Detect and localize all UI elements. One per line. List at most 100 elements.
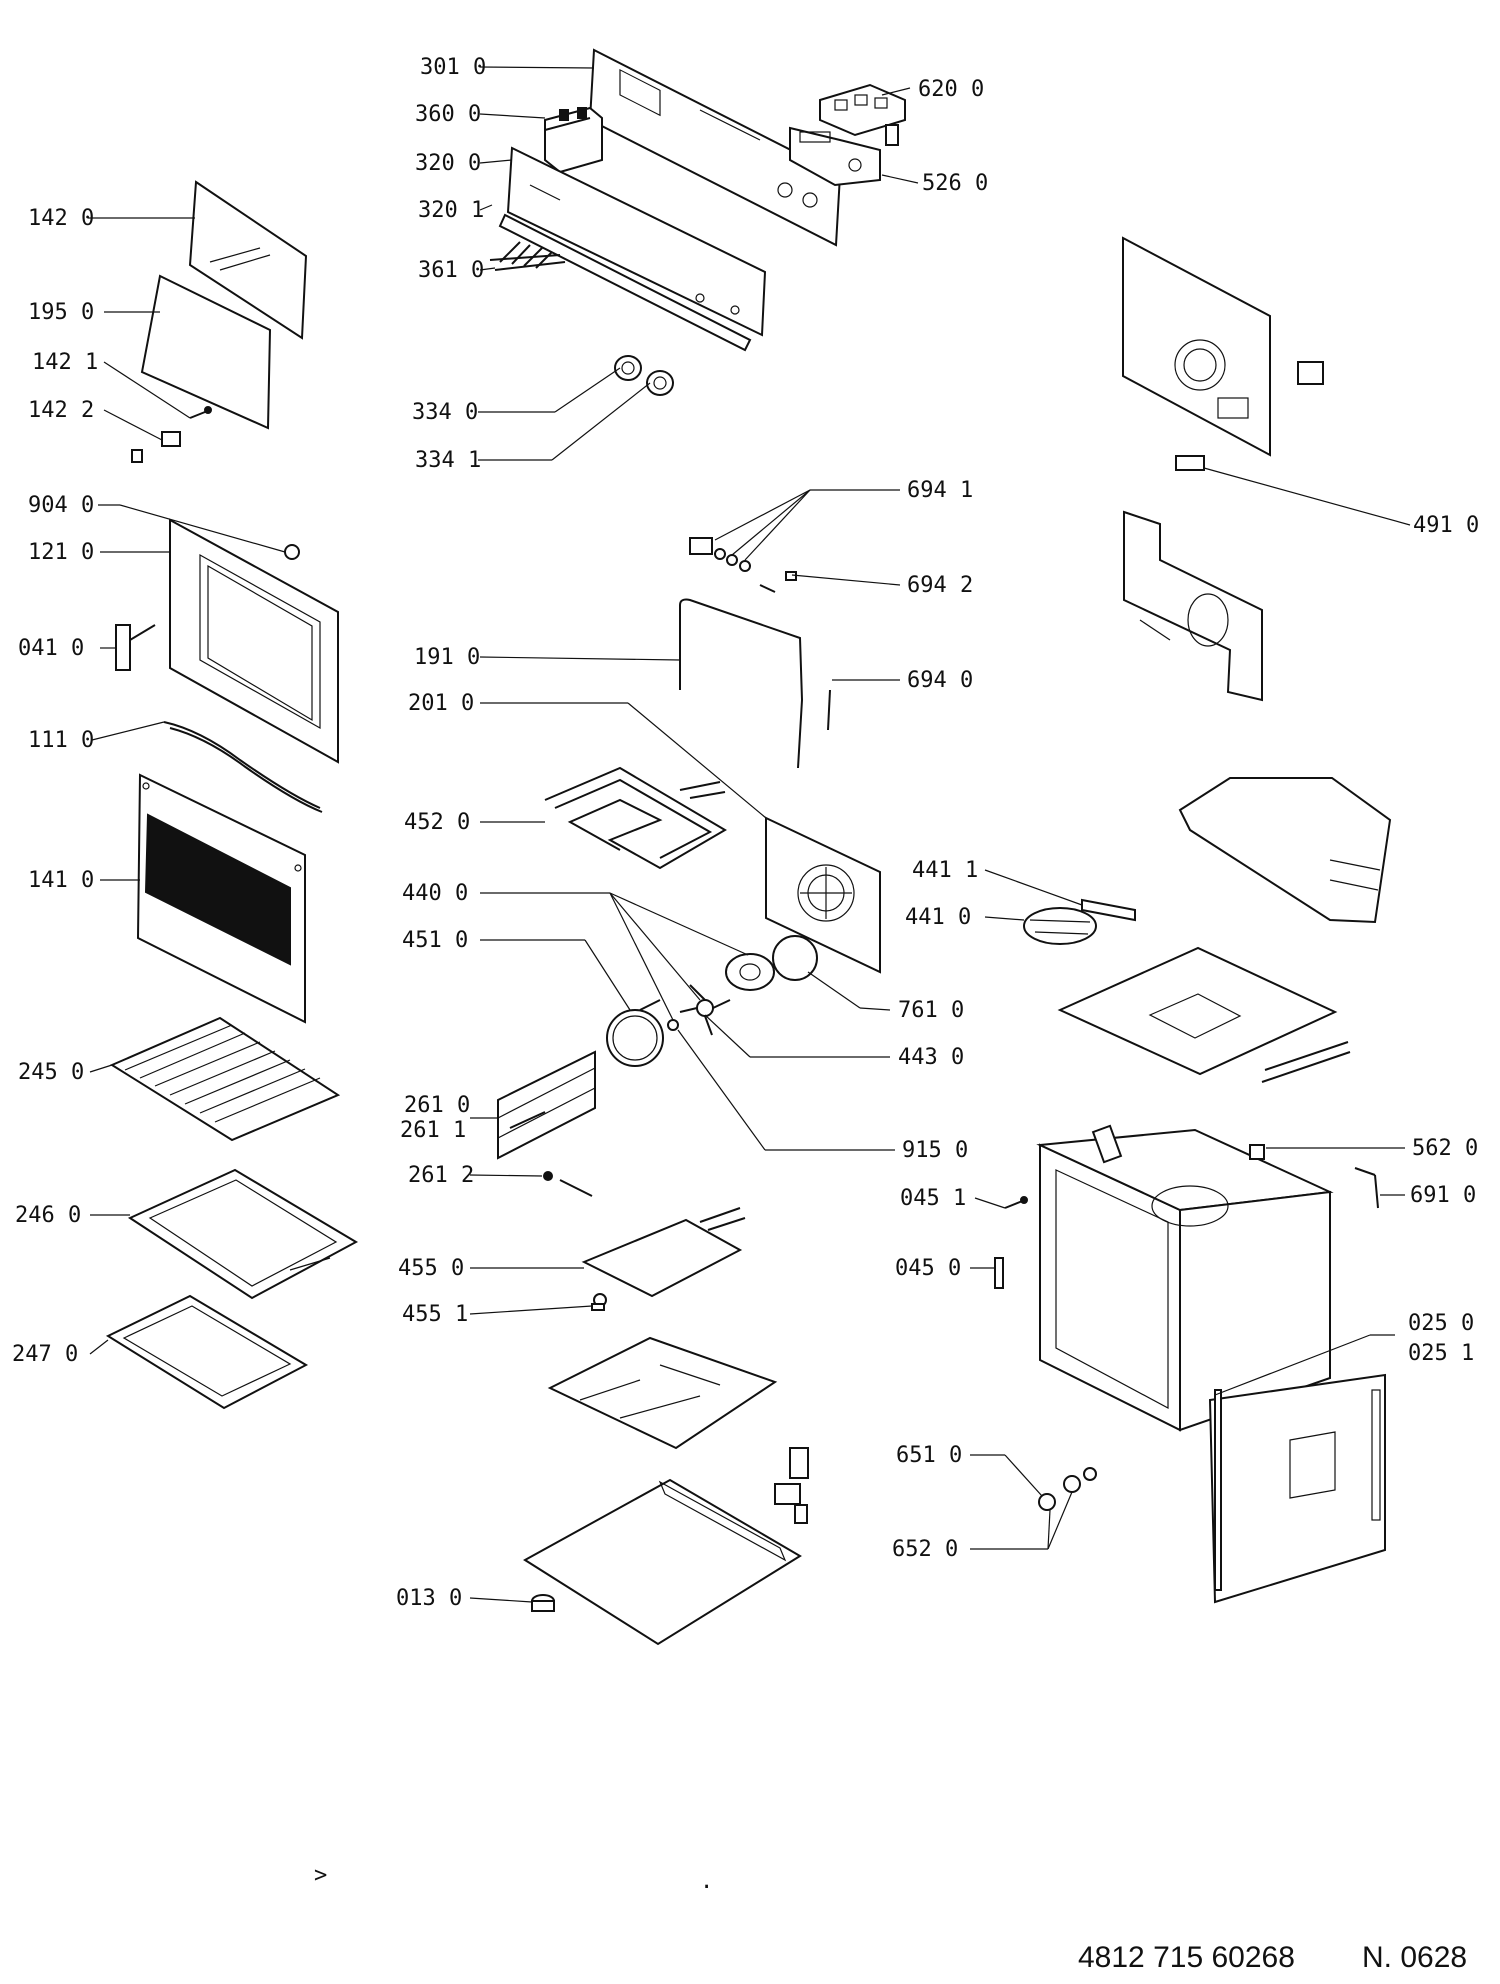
lamp-holder: [1063, 1467, 1097, 1493]
glass-clip: [131, 431, 181, 463]
door-handle: [163, 721, 323, 813]
callout-261-0: 261 0: [404, 1093, 470, 1118]
callout-111-0: 111 0: [28, 728, 94, 753]
door-lock-bracket: [774, 1447, 809, 1524]
callout-691-0: 691 0: [1410, 1183, 1476, 1208]
temperature-probe: [1354, 1167, 1379, 1209]
callout-440-0: 440 0: [402, 881, 468, 906]
control-knob-1: [614, 355, 642, 381]
callout-142-2: 142 2: [28, 398, 94, 423]
terminal-block: [689, 537, 831, 731]
callout-694-0: 694 0: [907, 668, 973, 693]
callout-013-0: 013 0: [396, 1586, 462, 1611]
callout-201-0: 201 0: [408, 691, 474, 716]
callout-455-1: 455 1: [402, 1302, 468, 1327]
callout-694-2: 694 2: [907, 573, 973, 598]
selector-switch: [819, 83, 906, 146]
control-panel-back-plate: [588, 48, 842, 247]
callout-320-0: 320 0: [415, 151, 481, 176]
rear-cover-with-vent: [1122, 236, 1271, 457]
runner-screw: [543, 1171, 593, 1197]
element-clip: [591, 1293, 607, 1311]
timer-module: [544, 106, 603, 174]
callout-651-0: 651 0: [896, 1443, 962, 1468]
control-fascia: [498, 146, 767, 352]
callout-301-0: 301 0: [420, 55, 486, 80]
control-knob-2: [646, 370, 674, 396]
callout-025-1: 025 1: [1408, 1341, 1474, 1366]
wire-shelf: [109, 1016, 341, 1142]
callout-361-0: 361 0: [418, 258, 484, 283]
rear-cover-clip: [1297, 361, 1324, 385]
callout-045-0: 045 0: [895, 1256, 961, 1281]
callout-694-1: 694 1: [907, 478, 973, 503]
cavity-pin: [994, 1257, 1004, 1289]
adjustable-foot: [531, 1594, 555, 1612]
oven-floor-plate: [547, 1336, 778, 1450]
oven-cavity: [1036, 1124, 1334, 1432]
callout-360-0: 360 0: [415, 102, 481, 127]
callout-455-0: 455 0: [398, 1256, 464, 1281]
rear-terminal-block: [1175, 455, 1205, 471]
callout-562-0: 562 0: [1412, 1136, 1478, 1161]
callout-491-0: 491 0: [1413, 513, 1479, 538]
lamp-wire-set: [489, 241, 566, 271]
callout-025-0: 025 0: [1408, 1311, 1474, 1336]
callout-652-0: 652 0: [892, 1537, 958, 1562]
grill-heating-element: [544, 766, 727, 870]
base-plate: [523, 1478, 802, 1646]
stray-mark-dot: .: [700, 1869, 713, 1894]
callout-761-0: 761 0: [898, 998, 964, 1023]
callout-441-0: 441 0: [905, 905, 971, 930]
oven-top-plate: [1057, 946, 1351, 1083]
callout-915-0: 915 0: [902, 1138, 968, 1163]
callout-191-0: 191 0: [414, 645, 480, 670]
top-cover: [1178, 777, 1392, 924]
drip-pan: [105, 1294, 309, 1410]
door-hinge: [115, 624, 156, 671]
callout-141-0: 141 0: [28, 868, 94, 893]
glass-seal-panel: [140, 274, 272, 430]
door-inner-frame: [169, 518, 339, 764]
stray-mark-arrow: >: [314, 1863, 327, 1888]
fan-back-panel: [765, 816, 881, 974]
footer-part-number: 4812 715 60268: [1078, 1941, 1295, 1974]
lamp-cover: [1038, 1493, 1056, 1511]
side-panel: [1208, 1373, 1386, 1604]
callout-261-2: 261 2: [408, 1163, 474, 1188]
lower-heating-element: [581, 1207, 746, 1298]
cavity-screw: [1004, 1196, 1028, 1209]
leader-lines: [88, 66, 1411, 1603]
cooling-fan-bracket: [1081, 898, 1136, 922]
callout-620-0: 620 0: [918, 77, 984, 102]
callout-261-1: 261 1: [400, 1118, 466, 1143]
callout-245-0: 245 0: [18, 1060, 84, 1085]
callout-441-1: 441 1: [912, 858, 978, 883]
callout-142-0: 142 0: [28, 206, 94, 231]
outer-door-glass: [136, 773, 306, 1024]
callout-443-0: 443 0: [898, 1045, 964, 1070]
callout-041-0: 041 0: [18, 636, 84, 661]
inner-glass-panel: [188, 180, 308, 340]
callout-334-0: 334 0: [412, 400, 478, 425]
callout-320-1: 320 1: [418, 198, 484, 223]
glass-clip-screw: [189, 406, 212, 419]
callout-045-1: 045 1: [900, 1186, 966, 1211]
cavity-clip: [1249, 1144, 1265, 1160]
fan-nut: [667, 1019, 679, 1031]
door-seal-wire: [679, 598, 804, 769]
callout-247-0: 247 0: [12, 1342, 78, 1367]
motor-gasket: [772, 935, 818, 981]
fan-housing-bracket: [1123, 510, 1263, 702]
circular-heating-element: [606, 999, 664, 1067]
shelf-runner: [497, 1050, 596, 1160]
callout-labels: 301 0 360 0 320 0 320 1 361 0 620 0 526 …: [12, 55, 1479, 1611]
callout-452-0: 452 0: [404, 810, 470, 835]
callout-246-0: 246 0: [15, 1203, 81, 1228]
thermostat: [789, 126, 881, 187]
callout-195-0: 195 0: [28, 300, 94, 325]
baking-tray: [127, 1168, 359, 1300]
callout-904-0: 904 0: [28, 493, 94, 518]
callout-526-0: 526 0: [922, 171, 988, 196]
